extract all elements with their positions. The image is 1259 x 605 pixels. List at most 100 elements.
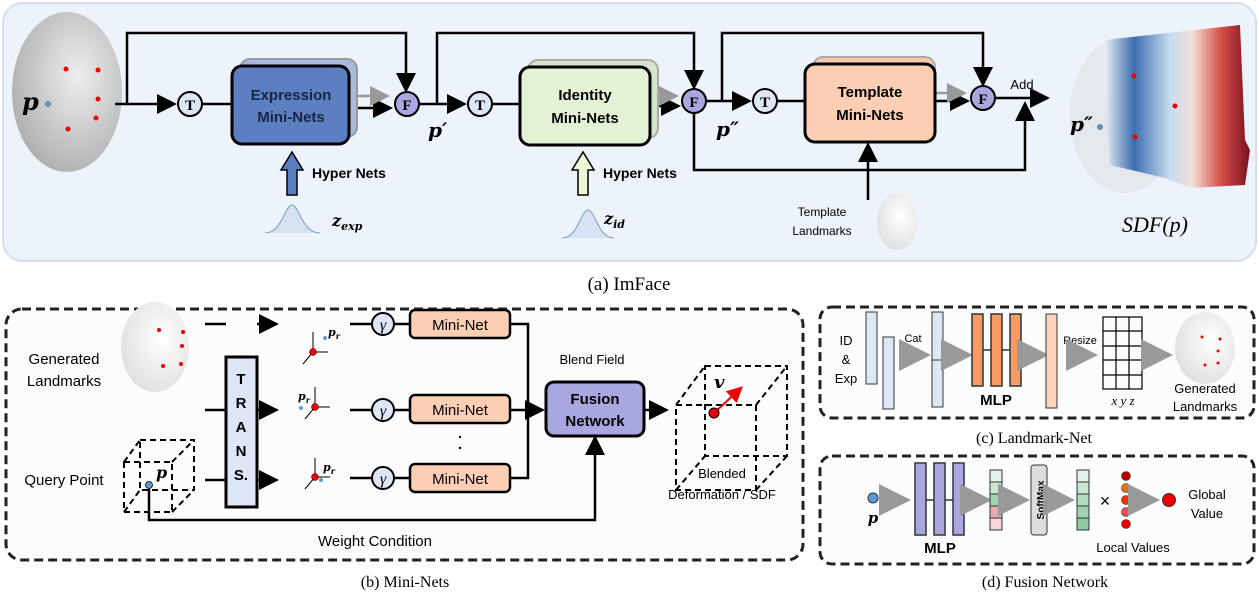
gaussian-icon [264,204,321,234]
svg-text:F: F [978,92,987,108]
svg-text:Hyper Nets: Hyper Nets [312,165,386,181]
svg-text:Fusion: Fusion [570,391,619,408]
f-node-3: F [970,85,996,111]
svg-text:Landmarks: Landmarks [1173,399,1238,414]
svg-text:Resize: Resize [1063,335,1097,347]
svg-text:zid: zid [603,209,625,231]
svg-text:zexp: zexp [331,211,363,233]
sdf-face-image [1070,25,1250,193]
svg-text:γ: γ [380,403,387,420]
caption-b: (b) Mini-Nets [361,574,449,591]
f-node-1: F [394,91,420,117]
svg-text:Global: Global [1188,487,1226,502]
mlp-block [914,462,965,536]
svg-text:pr: pr [298,390,311,405]
expression-mini-nets-box: Expression Mini-Nets [230,58,358,146]
svg-text:γ: γ [380,317,387,334]
panel-c: ID & Exp Cat MLP Resize x y z Generated … [818,305,1256,420]
panel-d: p MLP SoftMax × Global Value Local Value… [818,454,1256,566]
svg-text:Mini-Nets: Mini-Nets [257,109,325,126]
local-value-dots [1121,471,1131,529]
caption-d: (d) Fusion Network [982,574,1108,591]
caption-c: (c) Landmark-Net [976,430,1092,447]
svg-text:x y z: x y z [1110,393,1134,408]
svg-text:Mini-Net: Mini-Net [432,471,489,488]
mini-net-box: Mini-Net Mini-Net Mini-Net [408,308,512,494]
svg-text:Cat: Cat [904,333,921,345]
svg-text:p: p [868,509,879,527]
hyper-nets-id: Hyper Nets zid [561,150,677,239]
logit-vector [989,469,1003,531]
p-prime-label: p′ [428,118,448,142]
panel-a: p T T T F F F Expression Mini-Nets Ident… [2,2,1257,262]
global-value-dot [1162,493,1176,507]
svg-text:MLP: MLP [980,392,1012,409]
svg-text:Mini-Nets: Mini-Nets [551,110,619,127]
svg-text:Generated: Generated [29,351,100,368]
panel-b: Generated Landmarks Query Point p T R A … [4,302,805,562]
svg-text:T: T [475,98,485,114]
svg-text:F: F [689,95,698,111]
weight-condition-label: Weight Condition [318,533,432,550]
svg-text:Network: Network [565,413,625,430]
p-double-prime-output-label: p″ [1070,112,1093,136]
softmax-block: SoftMax [1030,464,1048,536]
generated-face-image [1175,312,1235,384]
svg-text:Exp: Exp [835,371,857,386]
svg-text:MLP: MLP [924,540,956,557]
svg-text:Expression: Expression [251,87,332,104]
point-dot [708,407,720,419]
svg-text:×: × [1100,491,1111,511]
svg-text:Hyper Nets: Hyper Nets [603,165,677,181]
caption-a: (a) ImFace [588,274,671,295]
t-node-2: T [467,91,493,117]
svg-text:N: N [236,443,247,460]
mlp-block [971,313,1022,387]
template-face-image [877,194,917,250]
p-double-prime-label: p″ [716,117,739,141]
fusion-network-box: Fusion Network [544,380,646,438]
svg-text:p: p [156,463,167,482]
gaussian-icon [561,209,615,239]
svg-text:Mini-Nets: Mini-Nets [836,107,904,124]
hyper-nets-exp: Hyper Nets zexp [264,150,386,234]
svg-text:pr: pr [323,461,336,476]
svg-text:T: T [236,371,245,388]
template-mini-nets-box: Template Mini-Nets [803,56,937,144]
svg-text:γ: γ [380,471,387,488]
svg-text:F: F [402,98,411,114]
svg-text:A: A [236,419,247,436]
add-label: Add [1010,77,1033,92]
generated-face-image [121,302,189,392]
svg-text:SoftMax: SoftMax [1036,480,1047,519]
svg-text:&: & [842,352,851,367]
query-point-label: Query Point [24,472,104,489]
svg-text:Mini-Net: Mini-Net [432,402,489,419]
output-cube [675,365,788,491]
vector-arrow [713,386,743,414]
svg-text:T: T [185,98,195,114]
up-arrow-icon [279,150,305,196]
svg-text:Local Values: Local Values [1096,540,1170,555]
input-face-image [12,12,122,172]
trans-block: T R A N S. [224,355,259,509]
svg-text:Blend Field: Blend Field [559,352,624,367]
template-landmarks-label: Template [798,205,847,219]
svg-text:Blended: Blended [698,466,746,481]
svg-text:pr: pr [328,326,341,341]
t-node-3: T [752,88,778,114]
ellipsis-dot [458,446,462,450]
t-node-1: T [177,91,203,117]
weight-vector [1076,469,1090,531]
ellipsis-dot [458,435,462,439]
positional-encoding-gamma: γ γ γ [371,312,395,490]
svg-text:S.: S. [234,467,248,484]
p-label: p [22,87,39,116]
svg-text:Identity: Identity [558,87,612,104]
up-arrow-icon [570,150,596,196]
svg-text:R: R [236,395,247,412]
svg-text:Mini-Net: Mini-Net [432,317,489,334]
f-node-2: F [681,88,707,114]
svg-text:Deformation / SDF: Deformation / SDF [668,487,776,502]
